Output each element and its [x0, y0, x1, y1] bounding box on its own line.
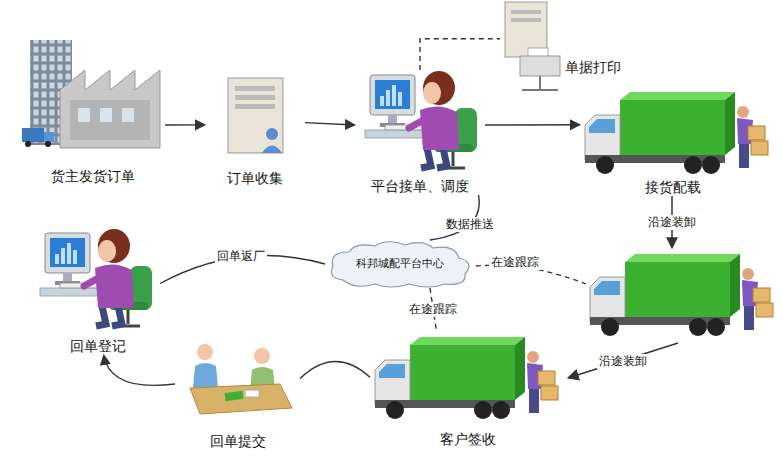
illustrated-node: 回单提交 — [175, 340, 300, 450]
flow-label: 在途跟踪 — [489, 255, 541, 270]
illustrated-node: 接货配载 — [580, 88, 765, 196]
flow-label: 沿途装卸 — [646, 215, 698, 230]
illustrated-node: 单据打印 — [500, 0, 625, 97]
illustrated-node: 平台接单、调度 — [355, 70, 485, 195]
edge-label: 在途跟踪 — [407, 302, 459, 317]
illustrated-node: 回单登记 — [35, 225, 160, 355]
truck-illustration — [590, 254, 773, 336]
edge-label: 数据推送 — [444, 217, 496, 232]
illustrated-node: 货主发货订单 — [20, 35, 165, 185]
connector — [104, 355, 175, 385]
illustrated-node: 订单收集 — [205, 72, 305, 187]
connector — [305, 123, 355, 125]
cloud-outline — [331, 242, 468, 287]
flow-label: 沿途装卸 — [597, 354, 649, 369]
factory-illustration — [22, 40, 160, 148]
operator-illustration — [365, 71, 477, 168]
connector — [420, 39, 500, 70]
illustrated-node: 客户签收 — [370, 330, 565, 448]
flow-arrow — [568, 343, 678, 378]
connector — [165, 124, 205, 125]
meeting-illustration — [190, 344, 292, 414]
connector — [485, 124, 580, 126]
node-caption: 科邦城配平台中心 — [356, 257, 444, 271]
cloud-node: 科邦城配平台中心 — [325, 240, 475, 288]
node-caption: 单据打印 — [565, 58, 621, 76]
edge-label: 回单返厂 — [215, 249, 267, 264]
node-caption: 回单提交 — [210, 432, 266, 450]
truck-illustration — [375, 337, 558, 419]
node-caption: 客户签收 — [440, 430, 496, 448]
truck-illustration — [585, 92, 768, 174]
server-illustration — [228, 78, 283, 153]
operator-illustration — [40, 229, 152, 326]
node-caption: 订单收集 — [227, 169, 283, 187]
printer-illustration — [505, 2, 560, 90]
node-caption: 平台接单、调度 — [371, 177, 469, 195]
node-caption: 回单登记 — [70, 337, 126, 355]
node-caption: 货主发货订单 — [51, 167, 135, 185]
node-caption: 接货配载 — [645, 178, 701, 196]
connector — [300, 361, 370, 378]
